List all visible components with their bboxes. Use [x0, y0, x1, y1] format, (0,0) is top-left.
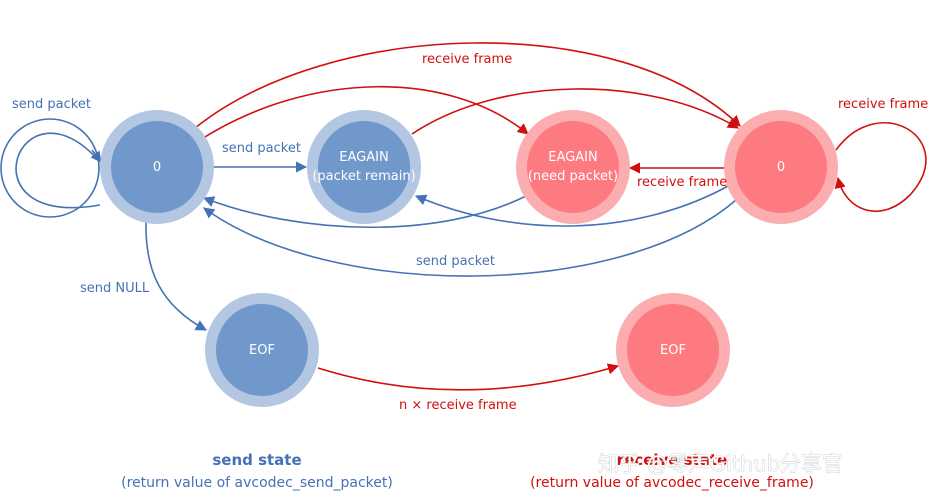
- watermark-text: 知乎 @零声Github分享官: [598, 452, 843, 476]
- send-self-loop-arrowhead: [90, 149, 102, 163]
- label-recv-to-send-bottom: send packet: [416, 254, 495, 269]
- edges: [15, 42, 927, 391]
- label-eof-to-eof: n × receive frame: [399, 398, 517, 413]
- node-send-0-label: 0: [153, 160, 161, 175]
- label-send-self-loop: send packet: [12, 97, 91, 112]
- edge-recv0-to-send-eagain: [414, 184, 731, 227]
- edge-send-eagain-to-recv0: [411, 88, 739, 135]
- edge-send-null: [145, 221, 207, 331]
- node-send-0: 0: [100, 110, 214, 224]
- node-send-eagain-sublabel: (packet remain): [312, 169, 415, 184]
- send-state-subtitle: (return value of avcodec_send_packet): [121, 475, 393, 491]
- label-send0-to-recv0-top: receive frame: [422, 52, 512, 67]
- node-recv-0: 0: [724, 110, 838, 224]
- edge-send0-to-recv0-top: [194, 42, 741, 129]
- send-state-title: send state: [212, 451, 301, 469]
- edge-send-self-loop: [15, 132, 101, 209]
- edge-send0-to-recv-eagain: [199, 85, 529, 141]
- send-self-loop-ring: [0, 118, 100, 218]
- edge-recv-self-loop: [834, 121, 927, 213]
- node-send-eagain-label: EAGAIN: [339, 150, 388, 165]
- node-send-eagain: EAGAIN (packet remain): [307, 110, 421, 224]
- node-recv-eof-label: EOF: [660, 343, 686, 358]
- edge-eof-to-eof: [317, 363, 620, 391]
- node-recv-0-label: 0: [777, 160, 785, 175]
- label-recv-eagain-back: receive frame: [637, 175, 727, 190]
- node-send-eof-label: EOF: [249, 343, 275, 358]
- edge-recv0-to-send0-bottom: [203, 199, 737, 277]
- node-recv-eagain-label: EAGAIN: [548, 150, 597, 165]
- label-send0-to-eagain: send packet: [222, 141, 301, 156]
- label-send-null: send NULL: [80, 281, 150, 296]
- edge-recv-eagain-to-send0: [202, 194, 529, 229]
- node-recv-eagain: EAGAIN (need packet): [516, 110, 630, 224]
- node-recv-eagain-sublabel: (need packet): [528, 169, 618, 184]
- recv-state-subtitle: (return value of avcodec_receive_frame): [530, 475, 814, 491]
- label-recv-self-loop: receive frame: [838, 97, 928, 112]
- node-send-eof: EOF: [205, 293, 319, 407]
- node-recv-eof: EOF: [616, 293, 730, 407]
- recv-state-title: receive state: [617, 451, 728, 469]
